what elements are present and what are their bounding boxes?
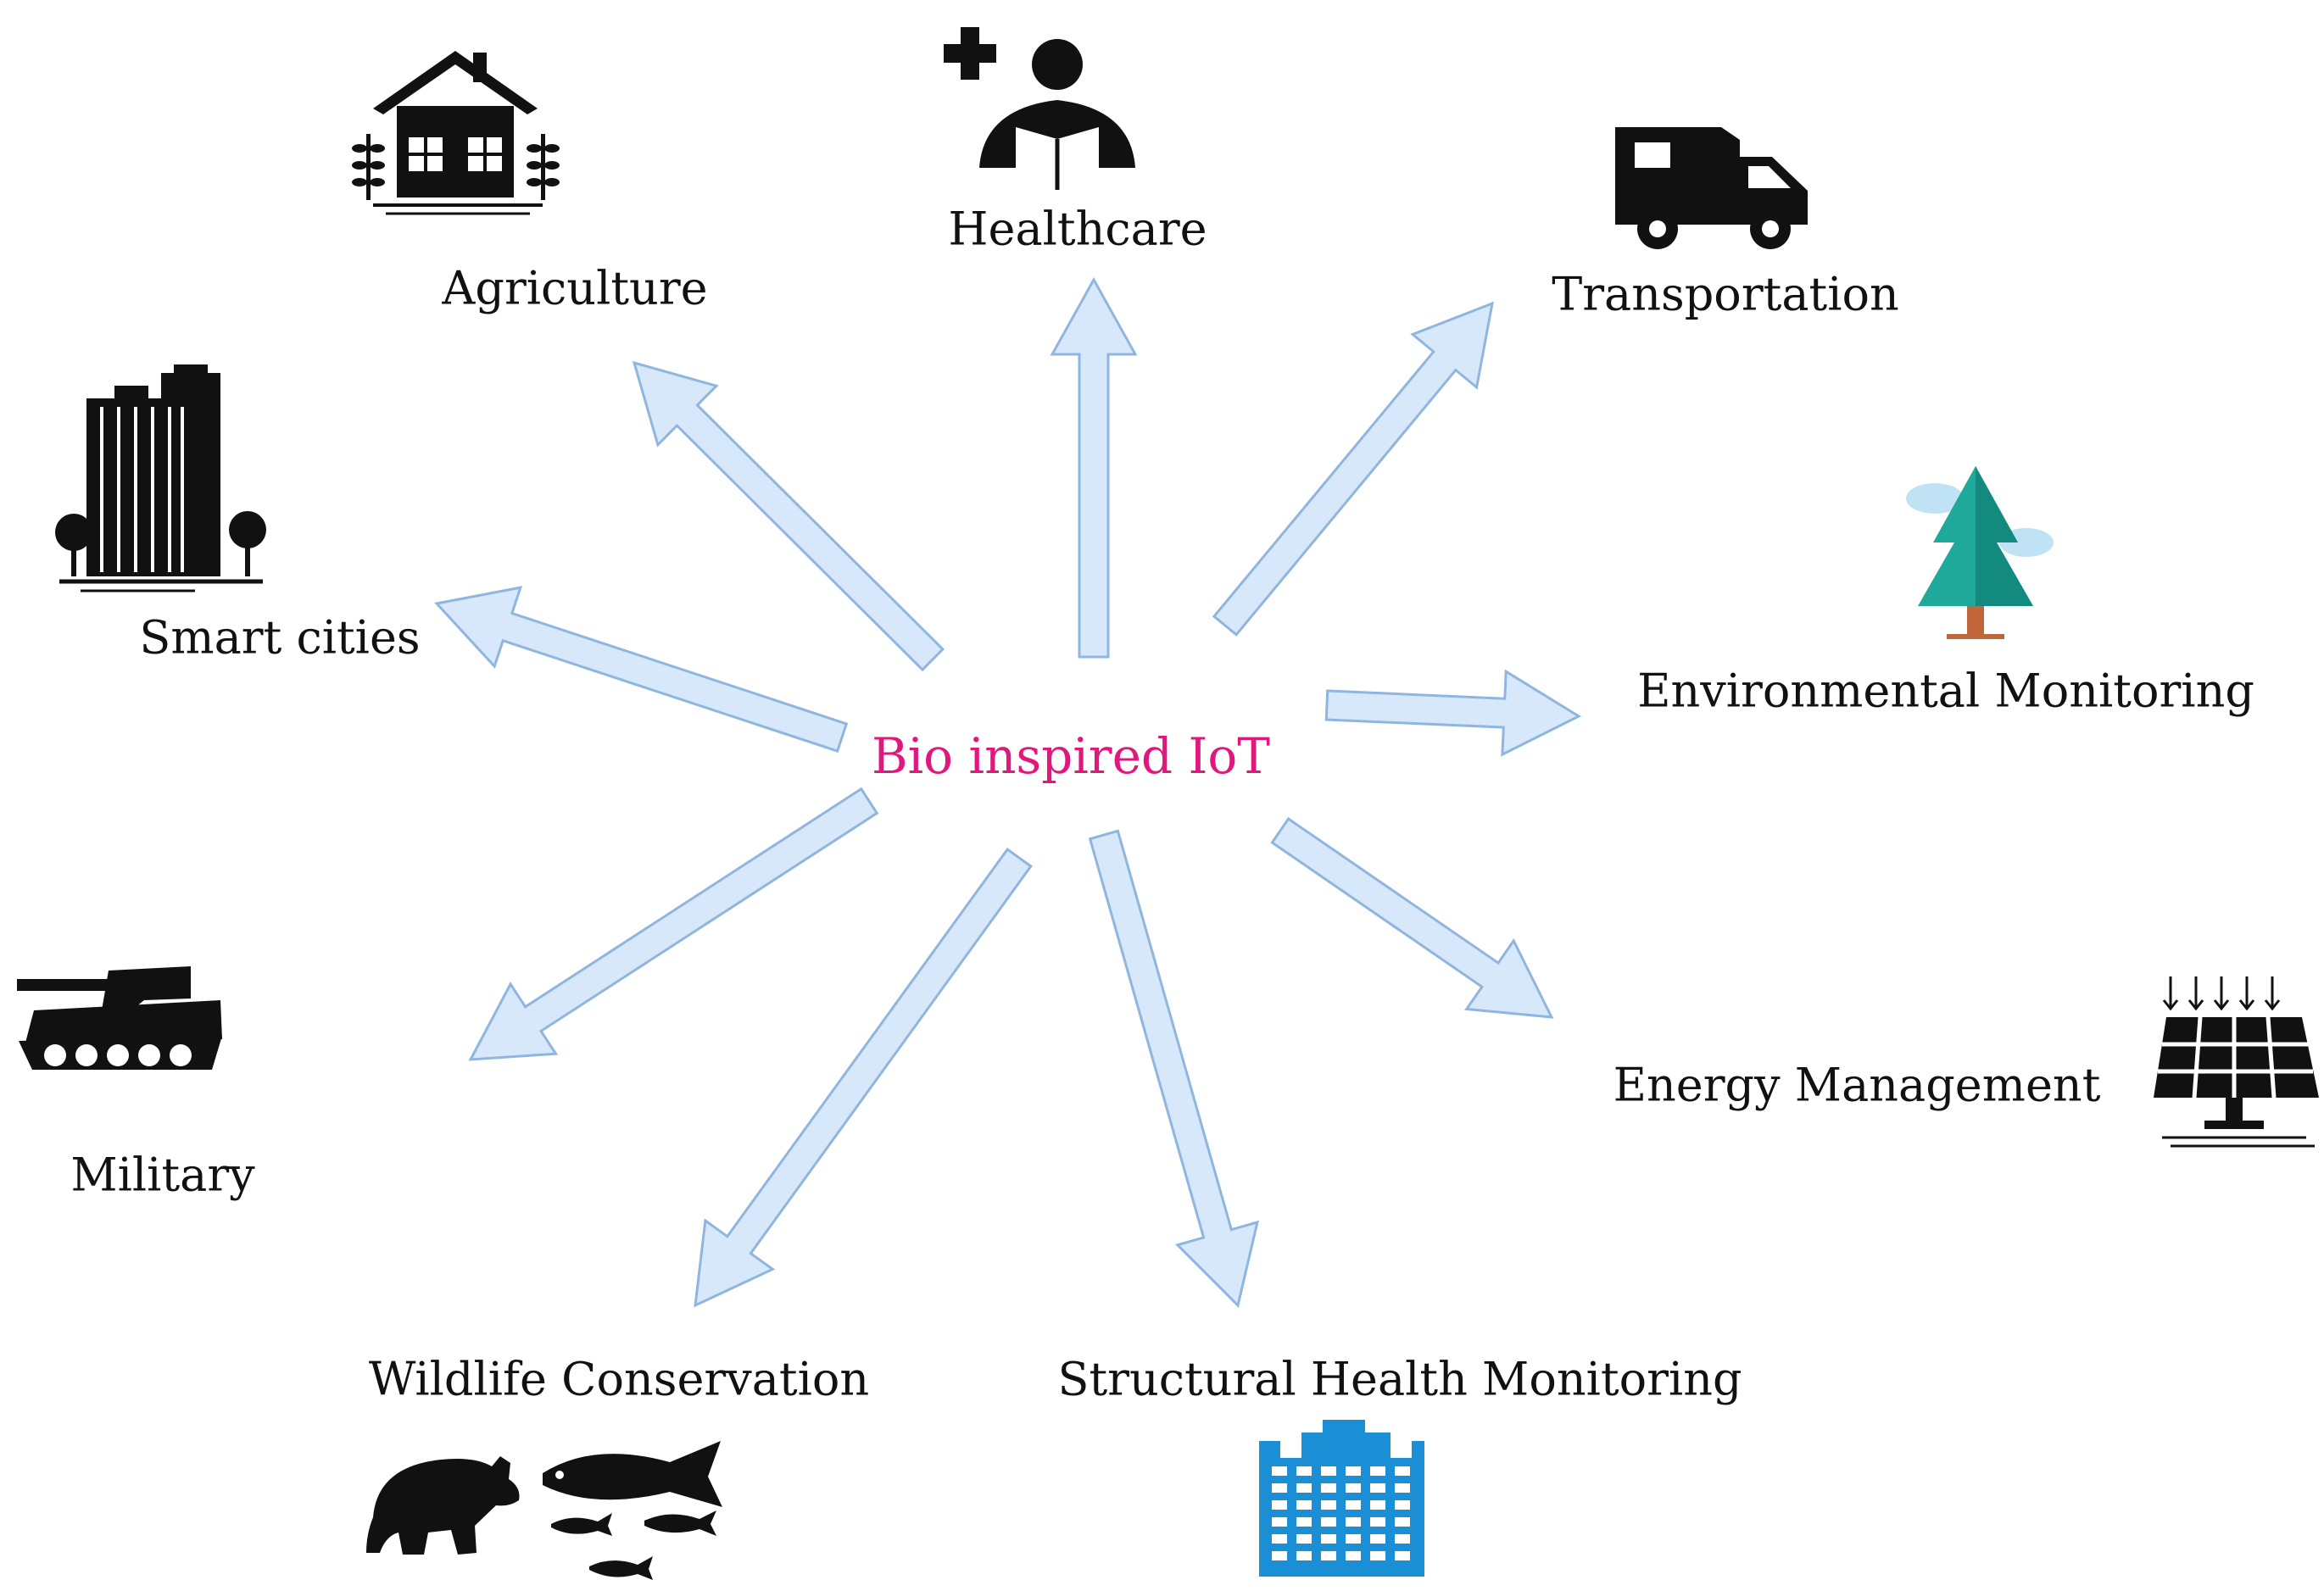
building-window xyxy=(1370,1483,1385,1493)
building-window xyxy=(1296,1551,1312,1560)
pine-tree-icon xyxy=(1906,466,2054,639)
building-window xyxy=(1346,1534,1361,1544)
building-window xyxy=(1296,1500,1312,1510)
farm-house-icon xyxy=(352,51,560,215)
building-window xyxy=(1370,1500,1385,1510)
office-building-icon xyxy=(1259,1420,1424,1577)
arrow-structural xyxy=(1088,829,1260,1308)
building-window xyxy=(1272,1466,1287,1476)
building-window xyxy=(1321,1483,1336,1493)
solar-panel-icon xyxy=(2154,976,2319,1148)
arrow-agriculture xyxy=(632,360,945,672)
arrow-healthcare xyxy=(1050,276,1138,659)
doctor-with-cross-icon xyxy=(944,27,1135,190)
label-agriculture: Agriculture xyxy=(442,261,708,315)
label-environmental-monitoring: Environmental Monitoring xyxy=(1637,664,2254,718)
label-military: Military xyxy=(70,1148,255,1202)
tank-icon xyxy=(17,966,222,1070)
building-window xyxy=(1346,1551,1361,1560)
building-window xyxy=(1272,1500,1287,1510)
building-window xyxy=(1321,1534,1336,1544)
arrow-military xyxy=(468,787,879,1061)
building-window xyxy=(1321,1517,1336,1527)
building-window xyxy=(1395,1466,1410,1476)
camper-truck-icon xyxy=(1615,127,1808,249)
building-window xyxy=(1395,1551,1410,1560)
city-towers-icon xyxy=(55,364,266,592)
building-window xyxy=(1395,1483,1410,1493)
building-window xyxy=(1395,1500,1410,1510)
building-window xyxy=(1272,1534,1287,1544)
building-window xyxy=(1346,1500,1361,1510)
building-window xyxy=(1346,1483,1361,1493)
arrow-environmental xyxy=(1324,669,1582,757)
building-window xyxy=(1370,1466,1385,1476)
label-transportation: Transportation xyxy=(1552,267,1899,321)
building-window xyxy=(1370,1551,1385,1560)
building-window xyxy=(1296,1483,1312,1493)
building-window xyxy=(1272,1517,1287,1527)
label-wildlife-conservation: Wildlife Conservation xyxy=(368,1352,870,1406)
label-healthcare: Healthcare xyxy=(948,202,1207,256)
center-label: Bio inspired IoT xyxy=(871,727,1271,785)
bear-and-fish-icon xyxy=(366,1441,722,1580)
building-window xyxy=(1321,1551,1336,1560)
building-window xyxy=(1321,1500,1336,1510)
building-window xyxy=(1395,1517,1410,1527)
building-window xyxy=(1272,1551,1287,1560)
building-window xyxy=(1395,1534,1410,1544)
building-window xyxy=(1370,1517,1385,1527)
building-window xyxy=(1321,1466,1336,1476)
building-window xyxy=(1346,1466,1361,1476)
building-window xyxy=(1272,1483,1287,1493)
building-window xyxy=(1296,1517,1312,1527)
building-window xyxy=(1346,1517,1361,1527)
building-windows xyxy=(1272,1466,1410,1560)
label-smart-cities: Smart cities xyxy=(139,610,421,665)
arrow-transportation xyxy=(1212,301,1494,637)
arrows-group xyxy=(434,276,1582,1308)
arrow-energy xyxy=(1270,816,1554,1019)
arrow-wildlife xyxy=(694,847,1033,1308)
label-structural-health-monitoring: Structural Health Monitoring xyxy=(1057,1352,1742,1406)
arrow-smart-cities xyxy=(434,586,849,753)
building-window xyxy=(1370,1534,1385,1544)
building-window xyxy=(1296,1534,1312,1544)
building-window xyxy=(1296,1466,1312,1476)
label-energy-management: Energy Management xyxy=(1613,1058,2101,1112)
